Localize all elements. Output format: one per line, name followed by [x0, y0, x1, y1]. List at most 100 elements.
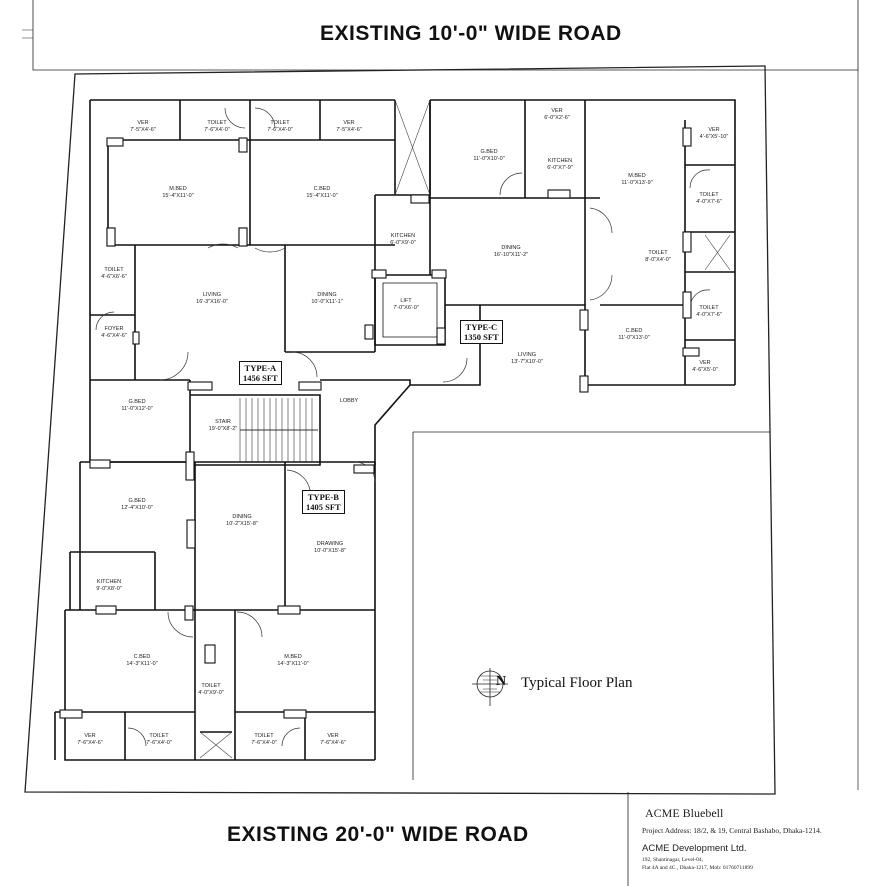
room-size: 15'-4"X11'-0"	[162, 193, 193, 199]
room-name: VER	[551, 108, 562, 114]
room-name: LOBBY	[340, 398, 359, 404]
room-size: 11'-0"X12'-0"	[121, 406, 152, 412]
room-name: C.BED	[134, 654, 151, 660]
room-name: KITCHEN	[548, 158, 572, 164]
room-size: 7'-6"X4'-6"	[320, 740, 346, 746]
room-name: C.BED	[626, 328, 643, 334]
unit-area: 1456 SFT	[243, 373, 278, 383]
room-size: 7'-5"X4'-6"	[130, 127, 156, 133]
room-name: KITCHEN	[97, 579, 121, 585]
room-name: G.BED	[128, 399, 145, 405]
room-name: C.BED	[314, 186, 331, 192]
room-size: 12'-4"X10'-0"	[121, 505, 153, 511]
room-size: 4'-6"X5'-0"	[692, 367, 718, 373]
room-size: 6'-0"X7'-9"	[547, 165, 573, 171]
door-swings	[95, 107, 711, 747]
bottom-road-label: EXISTING 20'-0" WIDE ROAD	[227, 823, 529, 846]
unit-area: 1405 SFT	[306, 502, 341, 512]
room-size: 13'-7"X10'-0"	[511, 359, 543, 365]
room-name: VER	[343, 120, 354, 126]
room-name: TOILET	[254, 733, 274, 739]
room-size: 7'-6"X4'-0"	[204, 127, 230, 133]
room-name: TOILET	[699, 192, 719, 198]
room-name: TOILET	[207, 120, 227, 126]
room-name: VER	[327, 733, 338, 739]
room-name: VER	[84, 733, 95, 739]
room-name: LIVING	[203, 292, 221, 298]
project-name: ACME Bluebell	[645, 806, 724, 820]
room-name: TOILET	[270, 120, 290, 126]
north-label: N	[496, 674, 507, 689]
room-size: 6'-0"X9'-0"	[390, 240, 416, 246]
columns-windows	[59, 127, 700, 719]
room-size: 7'-0"X6'-0"	[393, 305, 419, 311]
north-arrow	[472, 668, 508, 706]
room-size: 11'-0"X10'-0"	[473, 156, 504, 162]
unit-tag-type-a: TYPE-A 1456 SFT	[239, 361, 282, 385]
room-size: 14'-3"X11'-0"	[277, 661, 308, 667]
room-size: 4'-0"X7'-6"	[696, 199, 722, 205]
room-size: 4'-6"X5'-10"	[700, 134, 729, 140]
room-size: 7'-6"X4'-0"	[251, 740, 277, 746]
room-name: DINING	[501, 245, 520, 251]
room-name: DINING	[317, 292, 336, 298]
room-name: VER	[708, 127, 719, 133]
unit-name: TYPE-C	[465, 322, 498, 332]
room-size: 10'-0"X15'-8"	[314, 548, 346, 554]
room-size: 8'-0"X4'-0"	[645, 257, 671, 263]
room-size: 7'-5"X4'-6"	[336, 127, 362, 133]
room-size: 9'-0"X8'-0"	[96, 586, 122, 592]
room-name: G.BED	[128, 498, 145, 504]
room-name: LIFT	[400, 298, 412, 304]
duct-shafts	[199, 99, 731, 759]
room-size: 15'-4"X11'-0"	[306, 193, 337, 199]
room-size: 4'-6"X6'-6"	[101, 274, 127, 280]
room-name: KITCHEN	[391, 233, 415, 239]
room-size: 7'-6"X4'-0"	[267, 127, 293, 133]
room-name: DINING	[232, 514, 251, 520]
room-name: TOILET	[648, 250, 668, 256]
room-size: 11'-0"X13'-9"	[621, 180, 652, 186]
stair-treads	[239, 398, 318, 462]
room-size: 4'-0"X7'-6"	[696, 312, 722, 318]
room-name: M.BED	[628, 173, 645, 179]
room-size: 4'-0"X9'-0"	[198, 690, 224, 696]
room-labels: VER7'-5"X4'-6"TOILET7'-6"X4'-0"TOILET7'-…	[77, 108, 728, 746]
room-name: VER	[137, 120, 148, 126]
unit-name: TYPE-B	[307, 492, 339, 502]
room-size: 7'-6"X4'-0"	[146, 740, 172, 746]
room-size: 11'-0"X13'-0"	[618, 335, 649, 341]
developer-name: ACME Development Ltd.	[642, 843, 747, 854]
developer-address-line-1: 192, Shantinagar, Level-04,	[642, 857, 704, 863]
room-name: FOYER	[105, 326, 124, 332]
building-walls	[54, 99, 736, 761]
room-name: DRAWING	[317, 541, 343, 547]
room-size: 16'-10"X11'-2"	[494, 252, 528, 258]
room-name: M.BED	[284, 654, 301, 660]
room-name: TOILET	[201, 683, 221, 689]
room-name: M.BED	[169, 186, 186, 192]
room-name: LIVING	[518, 352, 536, 358]
room-name: STAIR	[215, 419, 231, 425]
room-size: 7'-6"X4'-6"	[77, 740, 103, 746]
room-size: 10'-2"X15'-8"	[226, 521, 258, 527]
developer-address-line-2: Flat 4A and 4C , Dhaka-1217, Mob: 017607…	[642, 865, 753, 871]
room-size: 4'-6"X4'-6"	[101, 333, 127, 339]
unit-name: TYPE-A	[244, 363, 277, 373]
project-address: Project Address: 18/2, & 19, Central Bas…	[642, 826, 822, 835]
unit-tag-type-b: TYPE-B 1405 SFT	[302, 490, 345, 514]
room-size: 14'-3"X11'-0"	[126, 661, 157, 667]
room-size: 6'-0"X2'-6"	[544, 115, 570, 121]
room-size: 19'-0"X8'-2"	[209, 426, 238, 432]
room-size: 16'-3"X16'-0"	[196, 299, 228, 305]
room-name: VER	[699, 360, 710, 366]
room-name: TOILET	[149, 733, 169, 739]
unit-tag-type-c: TYPE-C 1350 SFT	[460, 320, 503, 344]
room-name: TOILET	[699, 305, 719, 311]
room-name: G.BED	[480, 149, 497, 155]
room-size: 10'-0"X11'-1"	[311, 299, 342, 305]
room-name: TOILET	[104, 267, 124, 273]
top-road-label: EXISTING 10'-0" WIDE ROAD	[320, 22, 622, 45]
plan-title: Typical Floor Plan	[521, 675, 633, 691]
